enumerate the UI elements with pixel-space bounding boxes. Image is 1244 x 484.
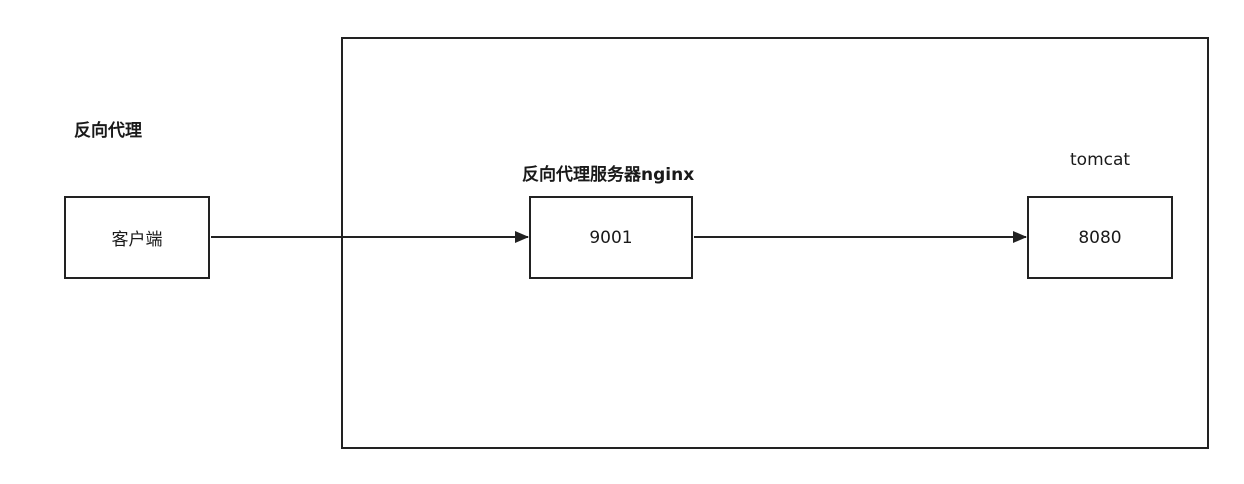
nginx-node-label: 9001 [589, 227, 633, 248]
tomcat-node-label: 8080 [1078, 227, 1122, 248]
client-node[interactable]: 客户端 [64, 196, 210, 279]
server-group-frame [341, 37, 1209, 449]
nginx-group-label: 反向代理服务器nginx [522, 165, 695, 185]
client-node-label: 客户端 [111, 230, 163, 250]
tomcat-group-label: tomcat [1070, 150, 1131, 170]
nginx-node[interactable]: 9001 [529, 196, 693, 279]
diagram-title: 反向代理 [74, 121, 142, 141]
tomcat-node[interactable]: 8080 [1027, 196, 1173, 279]
